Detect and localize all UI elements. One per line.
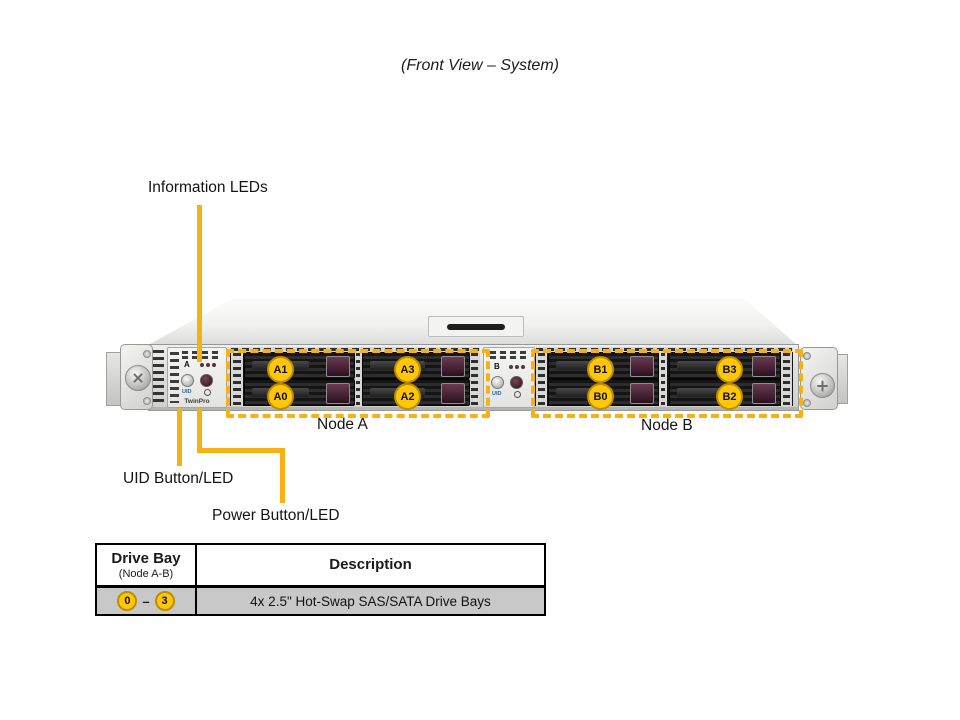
table-cell-bay-range: 0 – 3: [97, 588, 197, 614]
uid-caption: UID: [492, 391, 502, 397]
power-button-label: Power Button/LED: [212, 507, 340, 524]
information-leds-icon: [200, 363, 216, 367]
screw-phillips-icon: [821, 380, 824, 391]
power-leader-line: [280, 448, 285, 503]
panel-a-letter: A: [184, 360, 190, 369]
drive-latch: [752, 383, 776, 404]
node-b-highlight-box: [531, 349, 803, 418]
table-cell-description: 4x 2.5" Hot-Swap SAS/SATA Drive Bays: [250, 593, 491, 609]
drive-latch: [441, 383, 465, 404]
panel-vent-icon: [182, 351, 222, 359]
uid-button: [491, 376, 504, 389]
drive-latch: [630, 356, 654, 377]
bay-vent-icon: [469, 352, 480, 406]
small-screw-icon: [803, 352, 811, 360]
drive-latch: [326, 356, 350, 377]
small-screw-icon: [143, 397, 151, 405]
power-icon: [514, 391, 521, 398]
drive-badge-b1: B1: [587, 356, 614, 383]
node-a-label: Node A: [317, 416, 368, 433]
information-leds-label: Information LEDs: [148, 179, 268, 196]
drive-badge-b2: B2: [716, 383, 743, 410]
drive-badge-a1: A1: [267, 356, 294, 383]
information-leds-icon: [509, 365, 525, 369]
bay-badge-start: 0: [117, 591, 138, 611]
power-leader-line: [197, 448, 285, 453]
figure-title: (Front View – System): [401, 57, 559, 74]
node-b-label: Node B: [641, 417, 693, 434]
drive-badge-a3: A3: [394, 356, 421, 383]
power-button: [510, 376, 523, 389]
table-header-drive-bay: Drive Bay (Node A-B): [97, 545, 197, 585]
drive-latch: [326, 383, 350, 404]
left-ear-screw: [125, 365, 151, 391]
bay-vent-icon: [231, 352, 243, 406]
panel-vent-icon: [490, 351, 530, 359]
uid-button-label: UID Button/LED: [123, 470, 234, 487]
drive-badge-b3: B3: [716, 356, 743, 383]
right-ear-screw: [810, 373, 835, 398]
power-leader-line: [197, 408, 202, 453]
power-button: [200, 374, 213, 387]
small-screw-icon: [143, 350, 151, 358]
bay-badge-end: 3: [154, 591, 175, 611]
range-dash: –: [142, 593, 150, 609]
drive-badge-b0: B0: [587, 383, 614, 410]
drive-latch: [441, 356, 465, 377]
drive-badge-a0: A0: [267, 383, 294, 410]
information-leds-leader-line: [197, 205, 202, 362]
drive-bay-table: Drive Bay (Node A-B) Description 0 – 3 4…: [95, 543, 546, 616]
bay-vent-icon: [354, 352, 362, 406]
power-icon: [204, 389, 211, 396]
uid-caption: UID: [182, 389, 192, 395]
drive-badge-a2: A2: [394, 383, 421, 410]
chassis-handle-recess: [428, 316, 524, 337]
control-panel-node-b: B UID: [483, 347, 535, 408]
panel-vent-icon: [170, 352, 179, 403]
brand-label: TwinPro: [184, 398, 210, 405]
table-header-row: Drive Bay (Node A-B) Description: [97, 545, 544, 588]
handle-slot: [447, 324, 505, 330]
drive-latch: [630, 383, 654, 404]
small-screw-icon: [803, 399, 811, 407]
right-mounting-ear: [800, 347, 838, 410]
node-a-highlight-box: [226, 349, 490, 418]
bay-vent-icon: [781, 352, 792, 406]
bay-vent-icon: [659, 352, 667, 406]
table-row: 0 – 3 4x 2.5" Hot-Swap SAS/SATA Drive Ba…: [97, 588, 544, 614]
drive-latch: [752, 356, 776, 377]
left-mounting-ear: [120, 344, 153, 410]
panel-b-letter: B: [494, 362, 500, 371]
front-vent-strip: [153, 350, 164, 404]
bay-vent-icon: [536, 352, 547, 406]
uid-leader-line: [177, 408, 182, 466]
table-header-description: Description: [329, 556, 412, 574]
uid-button: [181, 374, 194, 387]
